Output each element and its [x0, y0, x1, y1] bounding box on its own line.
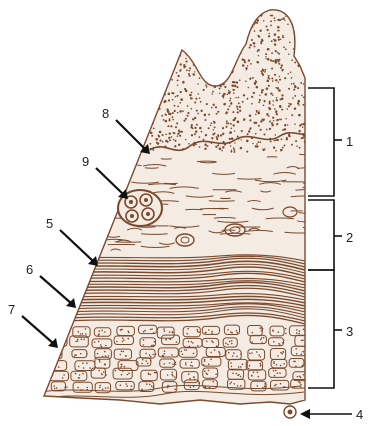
- label-2: 2: [346, 230, 353, 245]
- layer-brackets: [308, 88, 342, 388]
- label-9: 9: [82, 154, 89, 169]
- label-7: 7: [8, 302, 15, 317]
- tissue-section: [40, 10, 335, 418]
- bracket-1: [308, 88, 334, 196]
- label-5: 5: [46, 216, 53, 231]
- arrow-7: [22, 316, 58, 348]
- arrow-5: [60, 230, 98, 266]
- arrow-9: [96, 168, 128, 199]
- label-8: 8: [102, 106, 109, 121]
- bracket-3: [308, 270, 334, 388]
- label-4: 4: [356, 407, 363, 422]
- bracket-2: [308, 200, 334, 270]
- label-3: 3: [346, 324, 353, 339]
- label-1: 1: [346, 134, 353, 149]
- arrow-4: [300, 409, 352, 419]
- label-6: 6: [26, 262, 33, 277]
- arrow-8: [116, 120, 150, 154]
- arrow-6: [40, 276, 76, 308]
